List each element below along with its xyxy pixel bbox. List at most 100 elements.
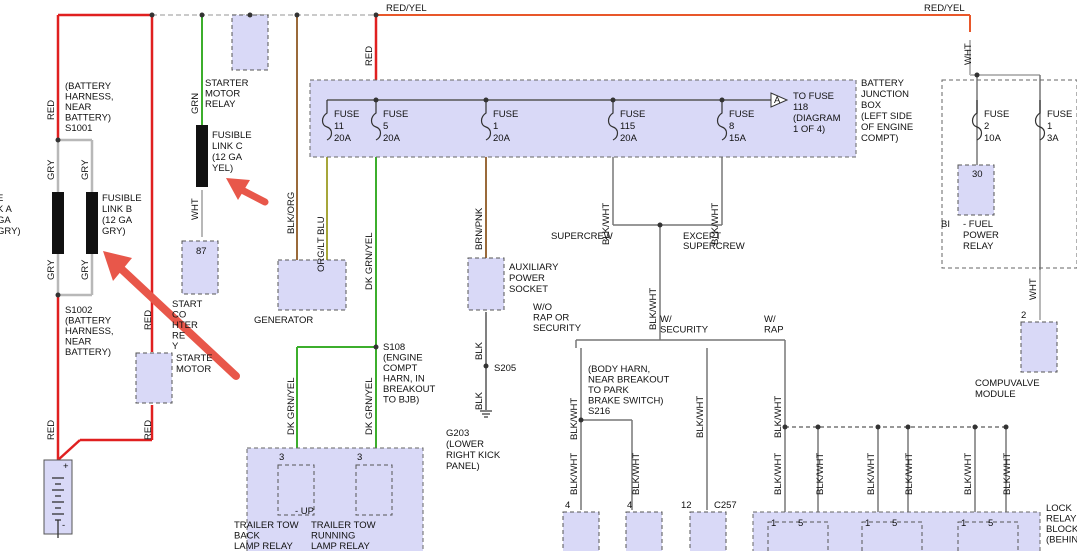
fuse-label-line: 20A — [620, 133, 638, 144]
wire-label-blk-wht-d: BLK/WHT — [569, 398, 580, 440]
battery-cells — [52, 477, 64, 538]
battery-junction-box-label-line: BATTERY — [861, 78, 905, 89]
fuel-power-relay-label-line: - FUEL — [963, 219, 993, 230]
wire-label-org-lt-blu: ORG/LT BLU — [316, 216, 327, 272]
fuse-label-line: 15A — [729, 133, 747, 144]
wire-label-red-bjb: RED — [364, 46, 375, 66]
ground-g203-icon — [480, 410, 492, 418]
fuse-label-line: 1 — [1047, 121, 1052, 132]
fuse-symbol-5 — [370, 100, 382, 141]
generator-block — [277, 259, 347, 311]
except-supercrew-label-line: EXCEPT — [683, 231, 721, 242]
to-fuse-arrow-marker — [770, 92, 789, 108]
battery-plus-sign: + — [63, 461, 69, 472]
wire-label-blk-1: BLK — [474, 341, 485, 360]
start-relay-label-line: HTER — [172, 320, 198, 331]
except-supercrew-label-line: SUPERCREW — [683, 241, 745, 252]
battery-junction-box-label-line: OF ENGINE — [861, 122, 913, 133]
fusible-link-c-label-line: FUSIBLE — [212, 130, 252, 141]
trailer-tow-relay-box — [246, 447, 424, 551]
g203-line: G203 — [446, 428, 469, 439]
wire-label-blk-wht-f: BLK/WHT — [773, 396, 784, 438]
fusible-link-b-label-line: GRY) — [102, 226, 126, 237]
wire-label-dk-grn-yel-2: DK GRN/YEL — [286, 377, 297, 435]
battery-minus-sign: - — [62, 520, 65, 531]
fuse-label-line: 20A — [383, 133, 401, 144]
wire-label-blk-wht-a: BLK/WHT — [601, 203, 612, 245]
lock-relay-block-label-line: LOCK — [1046, 503, 1073, 514]
fuse-label-line: FUSE — [984, 109, 1009, 120]
wires — [56, 13, 1041, 515]
wire-label-blk-2: BLK — [474, 391, 485, 410]
pin-87-label: 87 — [196, 246, 207, 257]
fuse-label-line: FUSE — [620, 109, 645, 120]
wire-label-blk-wht-e: BLK/WHT — [695, 396, 706, 438]
starter-motor-label-line: STARTE — [176, 353, 213, 364]
lock-relay-1 — [767, 521, 829, 551]
s108-line: (ENGINE — [383, 353, 423, 364]
fuel-power-relay-label-line: POWER — [963, 230, 999, 241]
pin-5c-label: 5 — [988, 518, 993, 529]
wo-rap-security-label-line: RAP OR — [533, 313, 569, 324]
wire-label-gry-4: GRY — [80, 259, 91, 280]
trailer-tow-back-label-line: TRAILER TOW — [234, 520, 299, 531]
trailer-tow-back-label-line: LAMP RELAY — [234, 541, 293, 551]
wire-label-blk-wht-l: BLK/WHT — [904, 453, 915, 495]
trailer-tow-back-relay — [277, 464, 315, 516]
s216-line: S216 — [588, 406, 610, 417]
lock-relay-block-label-line: BLOCK — [1046, 524, 1077, 535]
s1002-line: HARNESS, — [65, 326, 114, 337]
fusible-link-c-label-line: YEL) — [212, 163, 233, 174]
starter-motor-label-line: MOTOR — [176, 364, 211, 375]
fuel-power-relay-label-line: RELAY — [963, 241, 994, 252]
pin-3b-label: 3 — [357, 452, 362, 463]
to-fuse-label-line: 118 — [793, 102, 808, 113]
lock-relay-3 — [957, 521, 1019, 551]
fuse-marker-letter: A — [774, 95, 781, 106]
wire-label-red-yel-right: RED/YEL — [924, 3, 965, 14]
s1002-line: S1002 — [65, 305, 92, 316]
fusible-link-a-label-line: K A — [0, 204, 12, 215]
fusible-link-a-label-line: GA — [0, 215, 11, 226]
trailer-tow-back-label-line: BACK — [234, 531, 261, 542]
starter-motor-relay-label-line: RELAY — [205, 99, 236, 110]
starter-relay-pin-87-block — [181, 240, 219, 295]
auxiliary-power-socket-block — [467, 257, 505, 311]
auxiliary-power-socket-label-line: SOCKET — [509, 284, 548, 295]
wire-label-blk-wht-h: BLK/WHT — [631, 453, 642, 495]
trailer-tow-running-label-line: RUNNING — [311, 531, 355, 542]
s216-line: (BODY HARN, — [588, 364, 650, 375]
wire-label-wht-right-bottom: WHT — [1028, 278, 1039, 300]
wire-label-blk-wht-j: BLK/WHT — [815, 453, 826, 495]
s108-line: S108 — [383, 342, 405, 353]
trailer-tow-running-label-line: TRAILER TOW — [311, 520, 376, 531]
wire-label-red-starter-a: RED — [143, 310, 154, 330]
pin-4a-label: 4 — [565, 500, 570, 511]
fusible-link-b-label-line: LINK B — [102, 204, 132, 215]
wire-label-blk-wht-n: BLK/WHT — [1002, 453, 1013, 495]
wire-label-blk-wht-b: BLK/WHT — [710, 203, 721, 245]
s1001-line: HARNESS, — [65, 92, 114, 103]
annotation-arrows — [103, 178, 269, 380]
wire-label-wht-right-top: WHT — [963, 43, 974, 65]
fusible-link-c — [196, 125, 208, 187]
fuse-label-line: FUSE — [493, 109, 518, 120]
pin-1b-label: 1 — [865, 518, 870, 529]
wo-rap-security-label-line: W/O — [533, 302, 552, 313]
fusible-link-b-label-line: (12 GA — [102, 215, 133, 226]
